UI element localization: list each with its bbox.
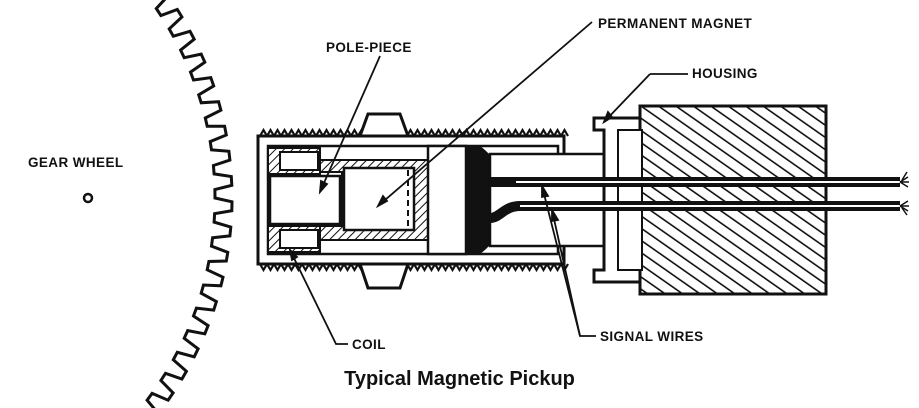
label-housing: HOUSING: [692, 66, 758, 81]
signal-wires: [489, 171, 909, 223]
coil-form-bottom: [279, 229, 319, 249]
arrow-signal-wire-1: [541, 182, 550, 199]
housing-body: [638, 104, 828, 296]
arrow-coil: [288, 247, 299, 262]
signal-wire-bottom: [489, 201, 900, 223]
pole-piece-shape: [268, 174, 342, 226]
separator-block: [426, 144, 468, 256]
gear-hub: [82, 192, 94, 204]
hex-nut-bottom: [357, 262, 411, 290]
hex-nut-top: [357, 112, 411, 138]
label-signal-wires: SIGNAL WIRES: [600, 329, 704, 344]
arrow-housing: [602, 110, 614, 125]
leader-housing: [603, 73, 651, 123]
permanent-magnet-shape: [342, 166, 416, 232]
label-pole-piece: POLE-PIECE: [326, 40, 412, 55]
label-coil: COIL: [352, 337, 386, 352]
leader-pole-piece: [319, 55, 381, 193]
wire-strands-top: [899, 171, 909, 188]
figure-caption: Typical Magnetic Pickup: [344, 368, 575, 390]
leader-lines: [288, 21, 688, 345]
arrow-signal-wire-2: [551, 206, 560, 223]
gear-teeth: [145, 0, 234, 408]
gear-wheel: [82, 0, 234, 408]
housing-bore-top: [617, 129, 643, 271]
arrow-permanent-magnet: [375, 194, 389, 209]
arrow-pole-piece: [318, 179, 329, 195]
leader-signal-wire-2: [551, 209, 581, 337]
housing: [592, 104, 828, 296]
leader-permanent-magnet: [377, 21, 593, 207]
label-gear-wheel: GEAR WHEEL: [28, 155, 124, 170]
leader-coil: [289, 249, 348, 345]
label-permanent-magnet: PERMANENT MAGNET: [598, 16, 753, 31]
coil-form-top: [279, 151, 319, 171]
pickup-body: [256, 112, 620, 290]
wire-strands-bottom: [899, 200, 909, 216]
